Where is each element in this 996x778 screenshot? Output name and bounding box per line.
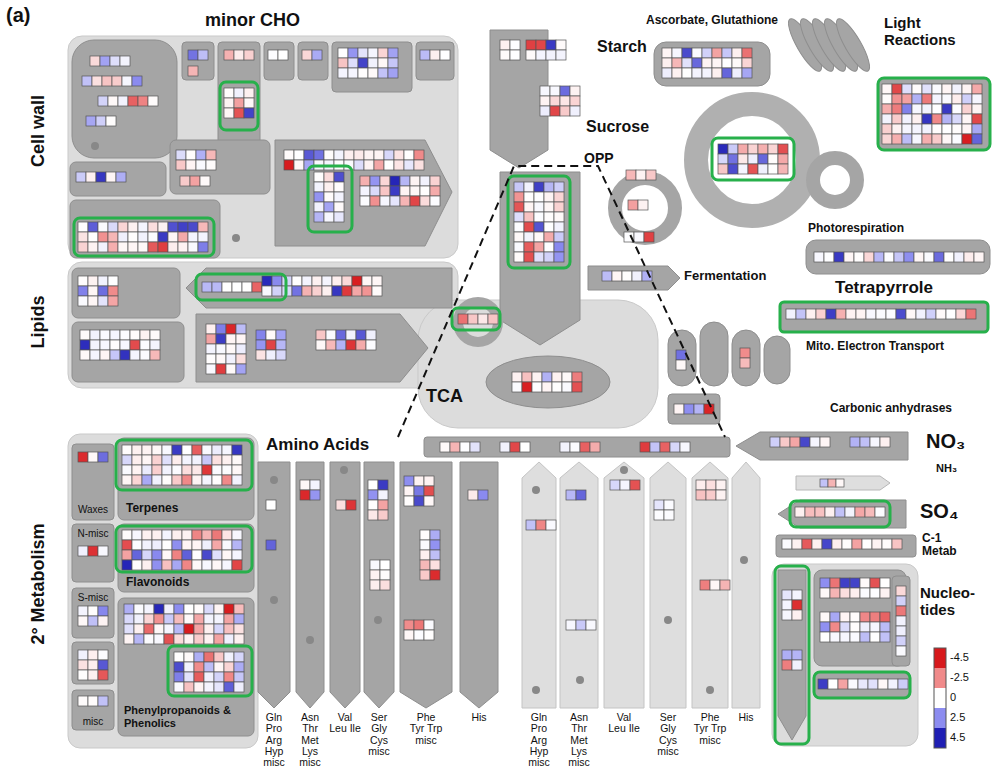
pathway-label: minor CHO (205, 10, 300, 31)
amino-acid-column: Asn Thr Met Lys misc (560, 462, 598, 776)
amino-acid-column: His (732, 462, 760, 776)
pathway-box: S-misc (72, 588, 114, 638)
pathway-name: His (729, 712, 763, 723)
legend-value: 4.5 (950, 731, 965, 744)
pathway-box: Ascorbate, Glutathione (646, 14, 806, 88)
amino-acid-column: Val Leu Ile (604, 462, 644, 776)
legend-value: -2.5 (950, 671, 969, 684)
pathway-name: S-misc (72, 592, 114, 604)
amino-acid-column: Gln Pro Arg Hyp misc (258, 462, 290, 776)
pathway-label: Light Reactions (884, 14, 980, 49)
pathway-name: Nucleo- tides (920, 584, 986, 619)
pathway-label: Mito. Electron Transport (806, 340, 944, 354)
pathway-name: NO₃ (926, 430, 965, 453)
pathway-label: OPP (584, 150, 614, 166)
pathway-name: Ascorbate, Glutathione (646, 14, 806, 28)
pathway-box: Tetrapyrrole (776, 278, 992, 336)
pathway-label: Carbonic anhydrases (830, 402, 952, 416)
pathway-name: misc (72, 716, 114, 728)
pathway-box: Phenylpropanoids & Phenolics (118, 598, 254, 736)
pathway-arrow: Fermentation (588, 262, 772, 294)
legend-swatch (934, 728, 946, 748)
pathway-name: C-1 Metab (922, 532, 974, 558)
pathway-name: Phenylpropanoids & Phenolics (124, 704, 250, 729)
amino-acid-column: Ser Gly Cys misc (364, 462, 394, 776)
pathway-name: Waxes (72, 504, 114, 516)
pathway-bar: Amino Acids (262, 432, 732, 460)
category-panel: 2° Metabolism Waxes TerpenesN-miscFlavonoi… (18, 434, 258, 748)
pathway-box: N-misc (72, 524, 114, 582)
pathway-label: Starch (597, 38, 647, 56)
pathway-shape (776, 532, 992, 562)
pathway-arrow: SO₄ (778, 496, 992, 532)
amino-acid-column: Ser Gly Cys misc (650, 462, 686, 776)
pathway-name: N-misc (72, 528, 114, 540)
pathway-name: Ser Gly Cys misc (651, 712, 685, 757)
panel-letter: (a) (6, 4, 30, 27)
pathway-name: Gln Pro Arg Hyp misc (522, 712, 556, 769)
pathway-arrow: NO₃ (736, 428, 992, 464)
pathway-name: Tetrapyrrole (776, 278, 992, 298)
pathway-shape (18, 262, 458, 388)
pathway-name: Asn Thr Met Lys misc (293, 712, 327, 769)
pathway-bar: C-1 Metab (776, 532, 992, 562)
pathway-shape (732, 462, 760, 776)
pathway-shape (18, 36, 458, 258)
pathway-box: Flavonoids (118, 524, 254, 592)
amino-acid-column: Gln Pro Arg Hyp misc (522, 462, 556, 776)
pathway-name: His (462, 712, 496, 723)
pathway-name: Lipids (28, 296, 49, 349)
pathway-name: Terpenes (126, 502, 178, 516)
pathway-name: Cell wall (28, 95, 49, 167)
pathway-label: NH₃ (936, 462, 957, 475)
pathway-name: Phe Tyr Trp misc (693, 712, 727, 746)
pathway-name: SO₄ (920, 500, 958, 523)
pathway-box: Terpenes (118, 438, 254, 520)
pathway-shape (778, 496, 992, 532)
pathway-name: Val Leu Ile (607, 712, 641, 735)
pathway-label: TCA (426, 386, 463, 407)
legend-value: 2.5 (950, 711, 965, 724)
legend-swatch (934, 708, 946, 728)
legend-swatch (934, 688, 946, 708)
pathway-name: Phe Tyr Trp misc (409, 712, 443, 746)
category-panel: Lipids (18, 262, 458, 388)
pathway-name: Asn Thr Met Lys misc (562, 712, 596, 769)
pathway-shape (460, 462, 498, 776)
pathway-name: Gln Pro Arg Hyp misc (257, 712, 291, 769)
pathway-box: Waxes (72, 444, 114, 520)
pathway-box: misc (72, 690, 114, 730)
pathway-name: Amino Acids (266, 435, 369, 455)
amino-acid-column: Asn Thr Met Lys misc (296, 462, 324, 776)
pathway-name: 2° Metabolism (28, 523, 49, 644)
legend-swatch (934, 668, 946, 688)
pathway-name: Flavonoids (126, 576, 189, 590)
legend-value: 0 (950, 691, 956, 704)
pathway-label: Sucrose (586, 118, 649, 136)
pathway-name: Fermentation (684, 269, 766, 284)
category-panel: Cell wall (18, 36, 458, 258)
amino-acid-column: Phe Tyr Trp misc (400, 462, 452, 776)
pathway-name: Ser Gly Cys misc (362, 712, 396, 757)
amino-acid-column: Phe Tyr Trp misc (692, 462, 728, 776)
amino-acid-column: His (460, 462, 498, 776)
legend-value: -4.5 (950, 651, 969, 664)
pathway-label: Photorespiration (808, 222, 904, 236)
amino-acid-column: Val Leu Ile (330, 462, 360, 776)
legend-swatch (934, 648, 946, 668)
pathway-name: Val Leu Ile (328, 712, 362, 735)
